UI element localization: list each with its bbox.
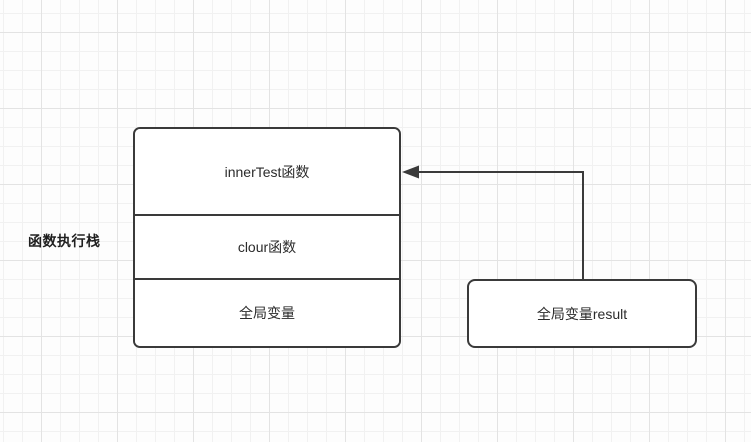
connector-path [411, 171, 584, 280]
stack-frame-label: clour函数 [237, 239, 297, 255]
stack-frame-inner-test: innerTest函数 [135, 129, 399, 216]
arrowhead-icon [402, 165, 419, 179]
stack-frame-clour: clour函数 [135, 216, 399, 280]
call-stack-box: innerTest函数 clour函数 全局变量 [133, 127, 401, 348]
stack-frame-label: 全局变量 [239, 305, 295, 321]
global-result-box: 全局变量result [467, 279, 697, 348]
global-result-label: 全局变量result [536, 305, 628, 322]
stack-frame-label: innerTest函数 [224, 163, 310, 180]
stack-frame-global-variable: 全局变量 [135, 280, 399, 346]
call-stack-title-label: 函数执行栈 [28, 233, 101, 249]
